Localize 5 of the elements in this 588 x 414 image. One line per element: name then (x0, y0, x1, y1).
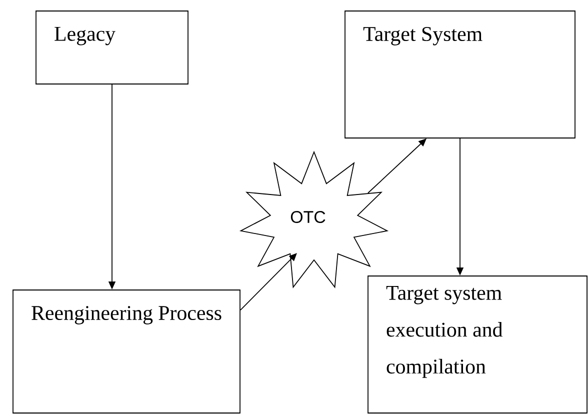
process-box: Reengineering Process (12, 290, 240, 414)
arrow (240, 253, 297, 310)
process-box: Target system execution and compilation (368, 276, 588, 414)
process-box: Legacy (36, 10, 188, 84)
process-box: Target System (344, 10, 576, 138)
